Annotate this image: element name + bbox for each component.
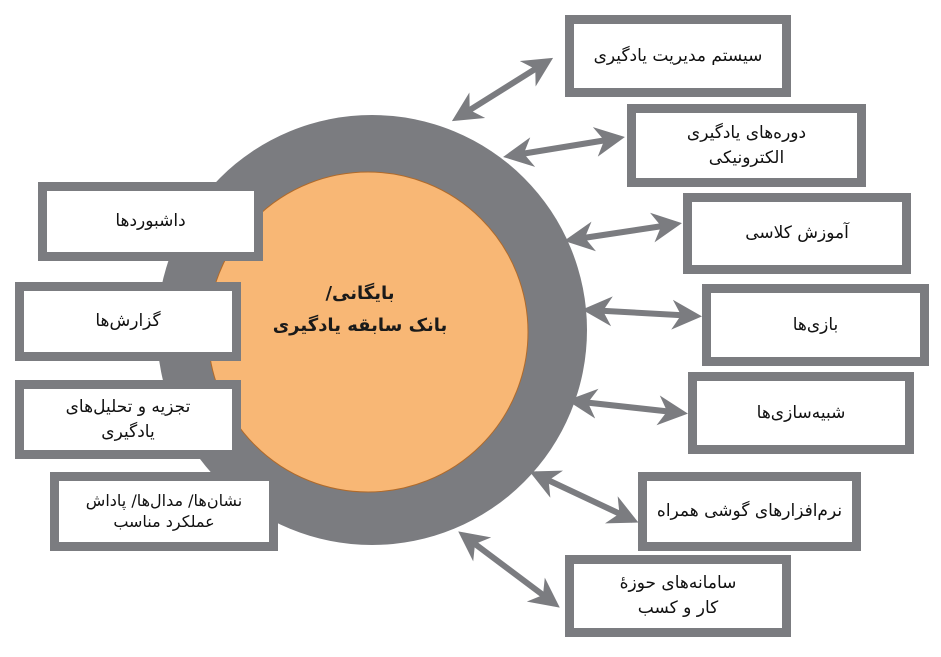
arrow-business-systems xyxy=(458,531,560,608)
output-box-reports: گزارش‌ها xyxy=(15,282,241,361)
arrow-mobile-apps xyxy=(529,470,639,524)
output-box-dashboards: داشبوردها xyxy=(38,182,263,261)
input-label: دوره‌های یادگیری الکترونیکی xyxy=(686,122,807,168)
input-label: سیستم مدیریت یادگیری xyxy=(593,45,763,66)
center-title-line1: بایگانی/ xyxy=(325,283,395,304)
input-box-mobile-apps: نرم‌افزارهای گوشی همراه xyxy=(638,472,861,551)
arrow-games xyxy=(582,296,702,330)
output-label: گزارش‌ها xyxy=(95,311,161,332)
input-label: بازی‌ها xyxy=(792,314,839,335)
input-box-business-systems: سامانه‌های حوزۀ کار و کسب xyxy=(565,555,791,637)
center-title: بایگانی/ بانک سابقه یادگیری xyxy=(240,278,480,341)
input-label: نرم‌افزارهای گوشی همراه xyxy=(656,501,843,522)
arrow-lms xyxy=(451,57,554,122)
input-box-lms: سیستم مدیریت یادگیری xyxy=(565,15,791,97)
output-label: تجزیه و تحلیل‌های یادگیری xyxy=(65,396,191,442)
output-box-learning-analytics: تجزیه و تحلیل‌های یادگیری xyxy=(15,380,241,459)
center-title-line2: بانک سابقه یادگیری xyxy=(272,314,448,336)
output-label: داشبوردها xyxy=(115,211,186,232)
input-box-games: بازی‌ها xyxy=(702,284,929,366)
input-label: سامانه‌های حوزۀ کار و کسب xyxy=(619,573,737,618)
arrow-classroom xyxy=(564,212,682,252)
arrow-elearning xyxy=(503,127,625,167)
input-box-elearning-courses: دوره‌های یادگیری الکترونیکی xyxy=(627,104,866,187)
input-box-classroom-training: آموزش کلاسی xyxy=(683,193,911,274)
input-label: شبیه‌سازی‌ها xyxy=(756,402,846,423)
arrow-simulations xyxy=(567,388,688,426)
output-box-badges-rewards: نشان‌ها/ مدال‌ها/ پاداش عملکرد مناسب xyxy=(50,472,278,551)
output-label: نشان‌ها/ مدال‌ها/ پاداش عملکرد مناسب xyxy=(85,490,243,531)
input-box-simulations: شبیه‌سازی‌ها xyxy=(688,372,914,454)
input-label: آموزش کلاسی xyxy=(745,223,849,244)
